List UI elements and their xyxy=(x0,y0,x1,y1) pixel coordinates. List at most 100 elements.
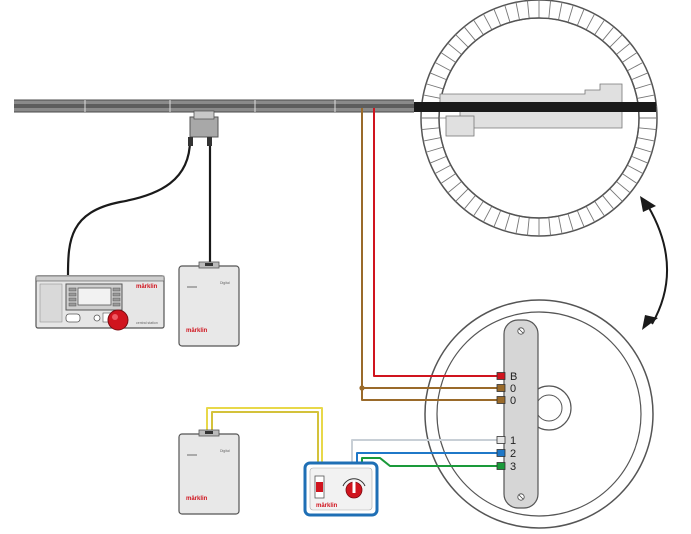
turntable-tie xyxy=(434,164,452,175)
turntable-tie xyxy=(548,217,552,236)
digital-box-upper: Digital märklin xyxy=(178,261,240,347)
red-speed-knob-icon xyxy=(107,309,129,331)
wire-brown-2 xyxy=(361,388,497,401)
turntable-tie xyxy=(473,19,484,36)
turntable-tie xyxy=(447,181,462,194)
turntable-tie xyxy=(440,52,457,63)
terminal-connector xyxy=(496,449,506,457)
box-lower-caption: Digital xyxy=(220,449,230,453)
turntable-tie xyxy=(602,26,615,41)
turntable-tie xyxy=(634,146,653,153)
turntable-tie xyxy=(621,173,638,184)
turntable-tie xyxy=(429,155,447,164)
terminal-label: 2 xyxy=(510,448,516,460)
turntable-tie xyxy=(634,83,653,90)
function-buttons-left xyxy=(68,287,77,307)
turntable-tie xyxy=(440,173,457,184)
turntable-tie xyxy=(515,215,520,234)
wire-yellow-inner xyxy=(211,411,319,464)
turntable-tie xyxy=(558,215,563,234)
terminal-connector xyxy=(496,462,506,470)
turntable-track-ties xyxy=(421,0,657,236)
turntable-control-switch: märklin xyxy=(303,461,379,517)
turntable-tie xyxy=(621,52,638,63)
switch-brand: märklin xyxy=(316,503,338,509)
turntable-tie xyxy=(602,195,615,210)
turntable-tie xyxy=(548,0,552,19)
double-headed-curved-arrow-icon xyxy=(640,196,668,330)
turntable-tie xyxy=(567,4,574,23)
wire-gray xyxy=(351,439,497,464)
turntable-tie xyxy=(421,127,440,131)
function-buttons-right xyxy=(112,287,121,307)
turntable-tie xyxy=(425,146,444,153)
turntable-tie xyxy=(567,213,574,232)
digital-box-lower: Digital märklin xyxy=(178,429,240,515)
terminal-connector xyxy=(496,372,506,380)
turntable-tie xyxy=(423,137,442,142)
turntable-tie xyxy=(423,94,442,99)
turntable-tie xyxy=(594,200,605,217)
turntable-tie xyxy=(515,2,520,21)
terminal-label: 1 xyxy=(510,435,516,447)
toggle-lever-icon xyxy=(314,475,325,499)
turntable-tie xyxy=(482,13,493,31)
turntable-tie xyxy=(425,83,444,90)
turntable-tie xyxy=(493,8,502,26)
turntable-base-view xyxy=(424,299,654,529)
terminal-label: 3 xyxy=(510,461,516,473)
turntable-tie xyxy=(526,0,530,19)
turntable-tie xyxy=(473,200,484,217)
turntable-top-view xyxy=(414,0,658,237)
terminal-label: B xyxy=(510,371,517,383)
turntable-tie xyxy=(429,72,447,81)
track-connector-plug-icon xyxy=(188,110,219,146)
turntable-tie xyxy=(434,61,452,72)
cable-track-to-central-station xyxy=(66,139,192,276)
terminal-label: 0 xyxy=(510,383,516,395)
turntable-tie xyxy=(447,42,462,55)
central-station-brand: märklin xyxy=(136,284,158,290)
turntable-tie xyxy=(504,4,511,23)
turntable-tie xyxy=(585,13,596,31)
turntable-tie xyxy=(576,210,585,228)
box-upper-brand: märklin xyxy=(186,328,208,334)
turntable-tie xyxy=(463,26,476,41)
turntable-tie xyxy=(638,127,657,131)
turntable-tie xyxy=(636,94,655,99)
connector-strip xyxy=(503,319,539,509)
turntable-tie xyxy=(455,34,469,48)
wire-red xyxy=(373,108,497,377)
box-lower-brand: märklin xyxy=(186,496,208,502)
turntable-tie xyxy=(482,205,493,223)
terminal-connector xyxy=(496,436,506,444)
rotary-selector-icon xyxy=(342,478,366,499)
box-upper-caption: Digital xyxy=(220,281,230,285)
terminal-connector xyxy=(496,384,506,392)
turntable-tie xyxy=(626,61,644,72)
turntable-tie xyxy=(626,164,644,175)
turntable-tie xyxy=(594,19,605,36)
turntable-tie xyxy=(455,188,469,202)
turntable-tie xyxy=(493,210,502,228)
wire-yellow-outer xyxy=(206,407,323,464)
terminal-label: 0 xyxy=(510,395,516,407)
turntable-tie xyxy=(616,181,631,194)
turntable-tie xyxy=(631,72,649,81)
wire-green xyxy=(361,457,497,467)
turntable-tie xyxy=(585,205,596,223)
turntable-tie xyxy=(616,42,631,55)
turntable-tie xyxy=(609,34,623,48)
wire-blue xyxy=(356,452,497,464)
turntable-tie xyxy=(636,137,655,142)
turntable-tie xyxy=(463,195,476,210)
turntable-tie xyxy=(609,188,623,202)
wires xyxy=(66,108,497,467)
terminal-connector xyxy=(496,396,506,404)
central-station-caption: central station xyxy=(136,321,158,325)
turntable-tie xyxy=(504,213,511,232)
turntable-tie xyxy=(558,2,563,21)
central-station-controller: märklin central station xyxy=(35,275,165,331)
